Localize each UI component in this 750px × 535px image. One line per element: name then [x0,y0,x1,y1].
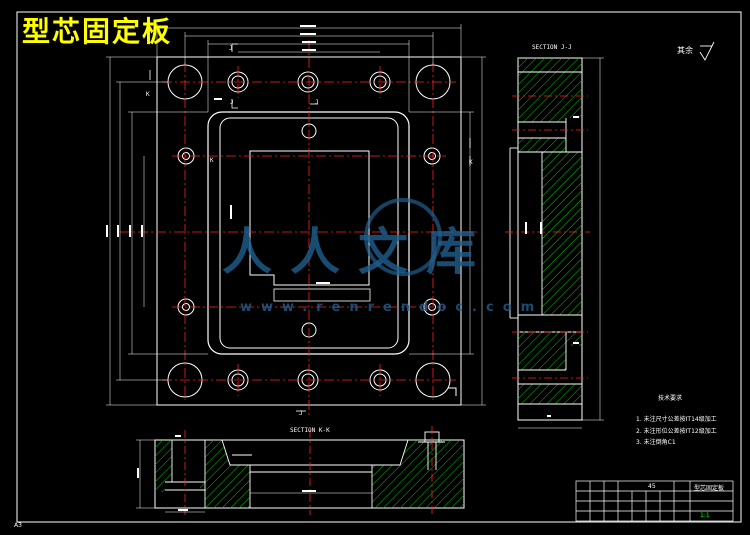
title-block-drawing-name: 型芯固定板 [694,485,725,492]
section-cut-lines [149,43,471,412]
section-jj-label: SECTION J-J [532,44,572,51]
cut-mark-j-center: J [315,99,319,106]
section-jj-view [505,57,604,429]
sheet-border [16,11,742,523]
roughness-symbol [699,41,715,61]
roughness-label: 其余 [677,46,693,55]
cut-mark-j-mid: J [230,99,234,106]
watermark-brand: 人人文库 [222,223,494,281]
cut-mark-k-right: K [469,159,473,166]
title-block-scale: 1:1 [700,512,710,519]
drawing-title: 型芯固定板 [22,15,173,48]
watermark-logo-icon [364,198,442,276]
watermark-url: www.renrendoc.com [240,300,544,315]
section-kk-label: SECTION K-K [290,427,330,434]
notes-item-2: 2. 未注形位公差按IT12级加工 [636,428,717,435]
cut-mark-j-top: J [229,45,233,52]
notes-heading: 技术要求 [658,395,683,402]
notes-item-1: 1. 未注尺寸公差按IT14级加工 [636,416,717,423]
notes-item-3: 3. 未注倒角C1 [636,439,676,446]
title-block-material: 45 [648,483,656,490]
corner-mark: A3 [14,522,22,529]
title-block [575,480,734,522]
cut-mark-k-left: K [146,91,150,98]
cut-mark-j-bottom: J [299,410,303,417]
cut-mark-k-mid: K [210,157,214,164]
section-kk-view [136,426,465,515]
front-view [106,24,486,418]
